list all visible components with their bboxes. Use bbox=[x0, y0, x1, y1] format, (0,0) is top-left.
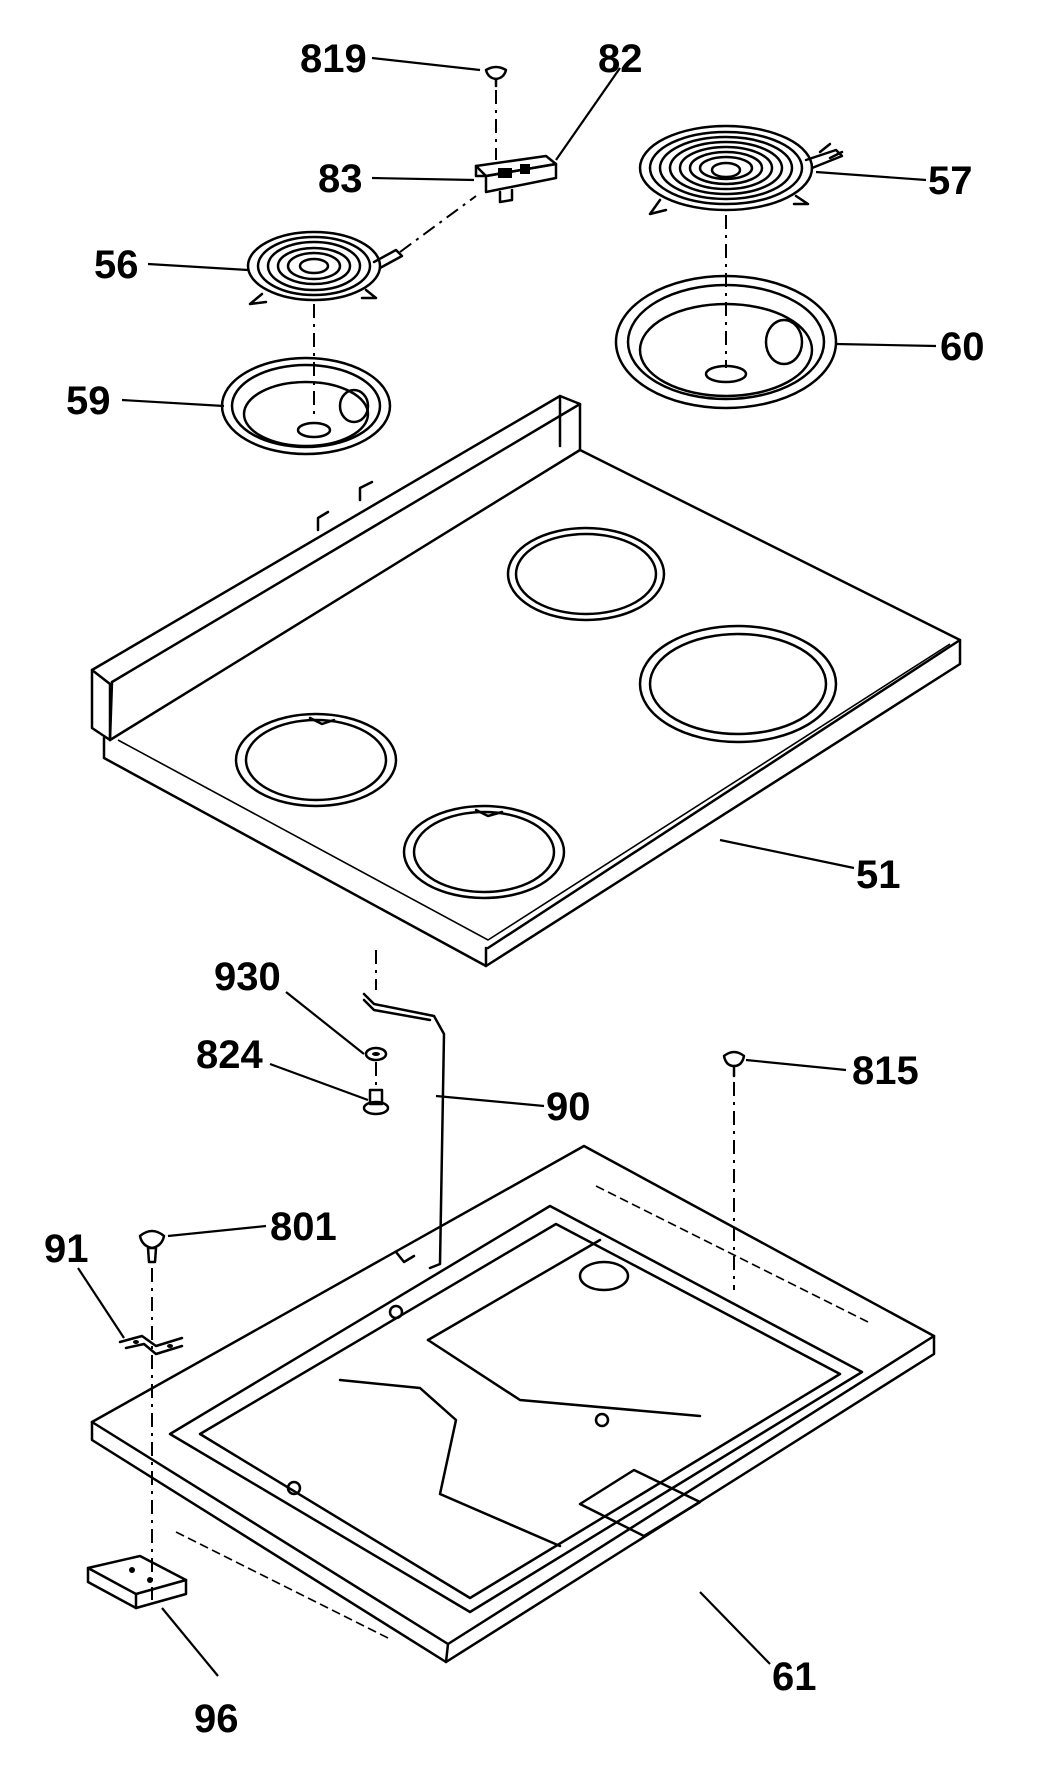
label-824: 824 bbox=[196, 1033, 263, 1077]
label-56: 56 bbox=[94, 243, 139, 287]
label-82: 82 bbox=[598, 37, 643, 81]
screw-815 bbox=[722, 1050, 746, 1290]
label-930: 930 bbox=[214, 955, 281, 999]
label-57: 57 bbox=[928, 159, 973, 203]
screw-824 bbox=[362, 1062, 390, 1116]
label-90: 90 bbox=[546, 1085, 591, 1129]
bracket-96 bbox=[86, 1554, 188, 1610]
label-801: 801 bbox=[270, 1205, 337, 1249]
label-51: 51 bbox=[856, 853, 901, 897]
label-815: 815 bbox=[852, 1049, 919, 1093]
support-rod-90 bbox=[362, 950, 446, 1270]
label-91: 91 bbox=[44, 1227, 89, 1271]
drip-pan-60 bbox=[614, 274, 838, 410]
washer-930 bbox=[364, 1046, 388, 1062]
label-83: 83 bbox=[318, 157, 363, 201]
label-61: 61 bbox=[772, 1655, 817, 1699]
switch-receptacle-82 bbox=[474, 154, 558, 204]
bottom-panel-61 bbox=[90, 1144, 936, 1664]
surface-unit-57 bbox=[638, 124, 844, 368]
label-60: 60 bbox=[940, 325, 985, 369]
screw-819 bbox=[484, 65, 508, 160]
cooktop-51 bbox=[90, 394, 962, 968]
leader-lines bbox=[77, 56, 937, 1677]
label-96: 96 bbox=[194, 1697, 239, 1741]
surface-unit-56 bbox=[246, 195, 477, 420]
clip-91 bbox=[118, 1334, 184, 1356]
label-819: 819 bbox=[300, 37, 367, 81]
drip-pan-59 bbox=[220, 356, 392, 456]
part-labels: 819 82 83 57 56 60 59 51 930 824 90 815 … bbox=[44, 37, 985, 1741]
screw-801 bbox=[138, 1229, 166, 1600]
label-59: 59 bbox=[66, 379, 111, 423]
